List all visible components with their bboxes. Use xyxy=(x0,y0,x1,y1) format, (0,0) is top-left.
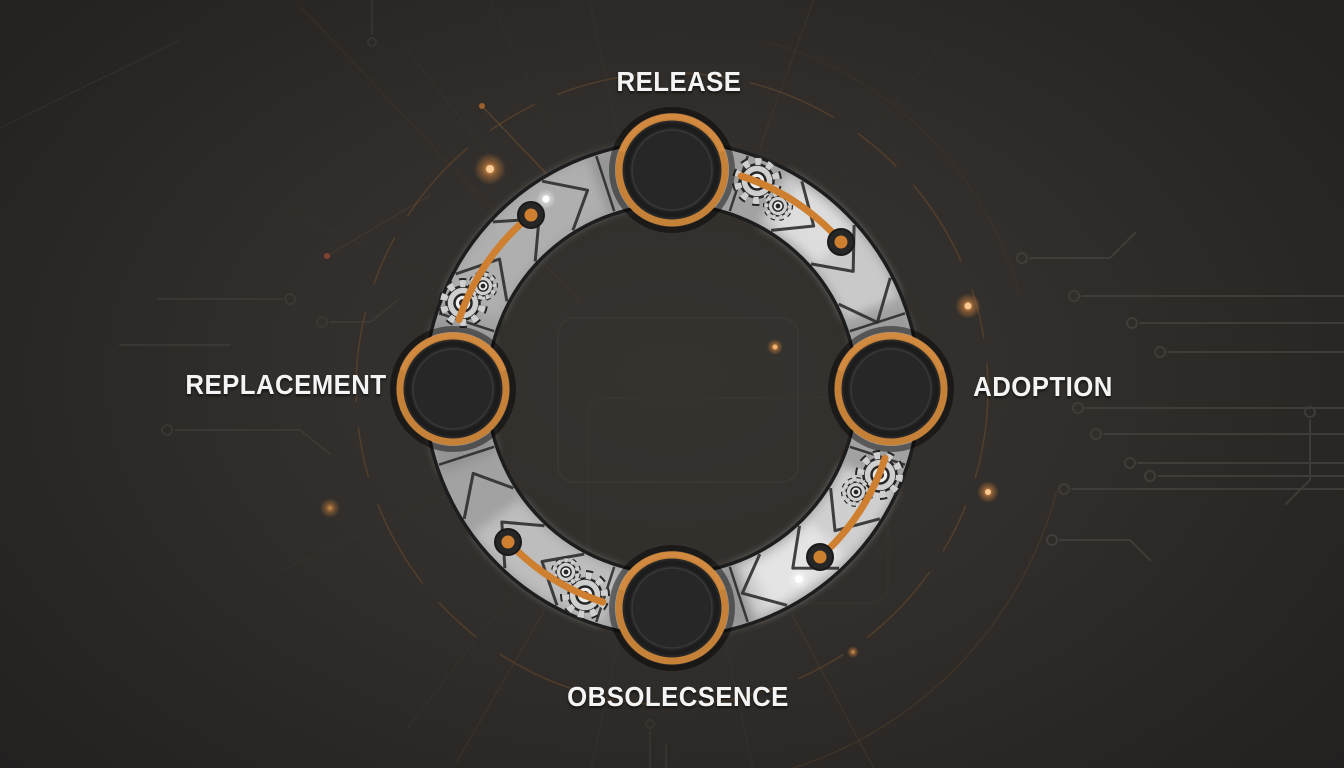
circuit-traces-right xyxy=(1016,231,1344,561)
stage-node-release xyxy=(609,107,735,233)
diagonal-line xyxy=(326,194,431,257)
outer-orbit-arc xyxy=(764,40,1021,297)
stage-node-adoption xyxy=(828,326,954,452)
faint-panel-outline xyxy=(557,317,799,483)
stage-node-obsolescence xyxy=(609,545,735,671)
bokeh-glows xyxy=(320,103,999,658)
circuit-traces-bottom xyxy=(367,0,667,768)
stage-label-obsolescence: OBSOLECSENCE xyxy=(567,681,789,712)
outer-orbit-arc xyxy=(790,491,1058,768)
band-sparkles xyxy=(536,189,810,590)
stage-nodes xyxy=(390,107,954,671)
radial-spokes xyxy=(281,0,938,768)
dashed-orbit-circle xyxy=(355,72,989,706)
stage-label-adoption: ADOPTION xyxy=(973,371,1113,402)
diagonal-line xyxy=(0,39,181,129)
cycle-arcs xyxy=(455,172,889,606)
arc-end-dots xyxy=(494,201,855,571)
stage-label-release: RELEASE xyxy=(616,66,742,97)
stage-node-replacement xyxy=(390,326,516,452)
circuit-traces-left xyxy=(119,293,399,455)
stage-label-replacement: REPLACEMENT xyxy=(185,369,387,400)
